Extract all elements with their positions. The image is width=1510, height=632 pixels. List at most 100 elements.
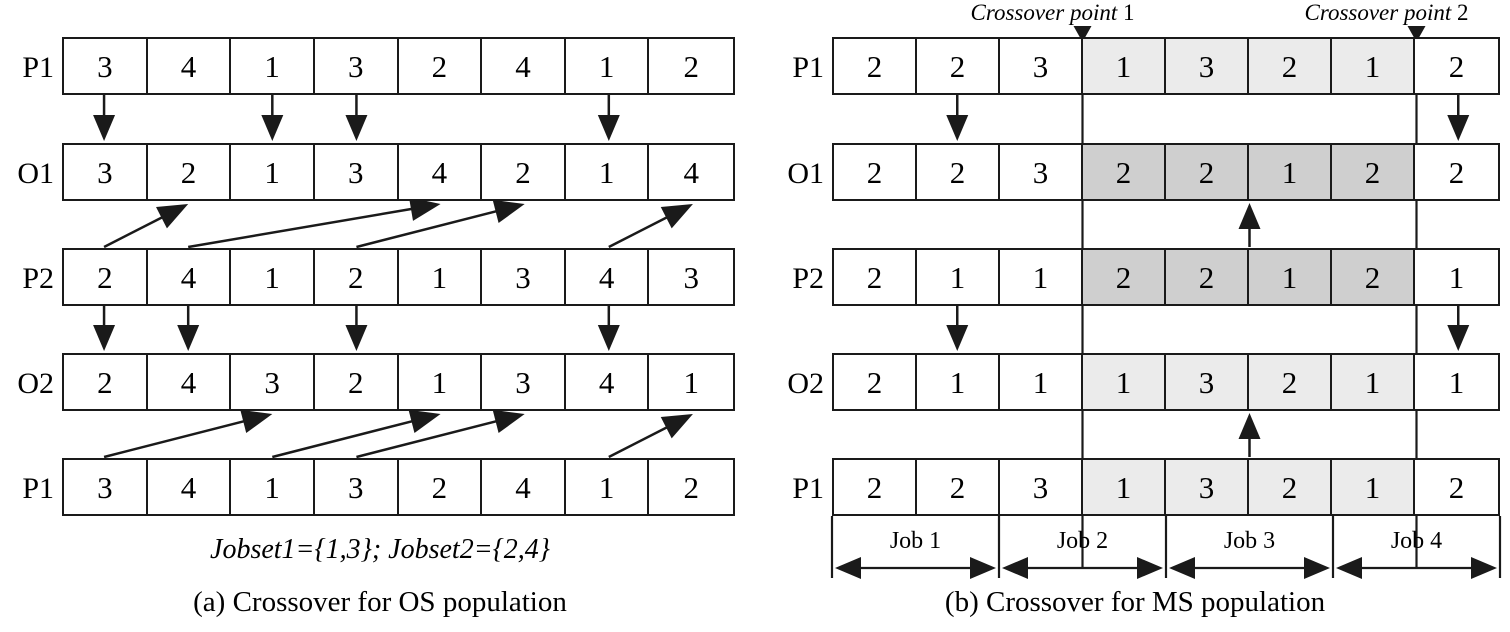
gene-cell: 3 (1166, 460, 1249, 514)
crossover-point-label-1: Crossover point 1 (971, 0, 1135, 26)
gene-cell: 2 (1249, 39, 1332, 93)
gene-cell: 3 (314, 145, 399, 199)
gene-cell: 4 (147, 355, 232, 409)
gene-cell: 2 (649, 39, 733, 93)
row-label-p2-2: P2 (22, 262, 54, 295)
down-arrow-p2-o2-3-head (345, 325, 368, 351)
gene-cell: 2 (1166, 250, 1249, 304)
diag-arrow-p2-o1-0-1-head (156, 204, 189, 229)
diag-arrow-p2-o1-3-5-head (492, 199, 525, 224)
diag-arrow-p2-o1-3-5-shaft (356, 209, 500, 249)
gene-cell: 1 (1083, 355, 1166, 409)
row-label-o1-1: O1 (787, 157, 824, 190)
gene-cell: 4 (147, 250, 232, 304)
gene-cell: 1 (398, 355, 483, 409)
gene-cell: 2 (834, 145, 917, 199)
row-label-p1-0: P1 (792, 51, 824, 84)
gene-cell: 3 (1166, 39, 1249, 93)
row-label-p1-0: P1 (22, 51, 54, 84)
up-arrow-p2-o1-head (1238, 203, 1261, 229)
gene-cell: 2 (1415, 460, 1498, 514)
gene-cell: 3 (1000, 460, 1083, 514)
gene-cell: 3 (231, 355, 315, 409)
gene-cell: 2 (1332, 250, 1415, 304)
crossover-point-text: Crossover point (970, 0, 1118, 25)
gene-cell: 2 (1249, 355, 1332, 409)
job-arrowhead-left-3 (1169, 557, 1195, 579)
gene-cell: 1 (1000, 250, 1083, 304)
gene-cell: 1 (1332, 460, 1415, 514)
gene-cell: 1 (1332, 355, 1415, 409)
gene-cell: 3 (64, 39, 148, 93)
down-arrow-p1-o1-3-head (345, 115, 368, 141)
panel-a-caption: (a) Crossover for OS population (193, 586, 567, 618)
gene-cell: 1 (1000, 355, 1083, 409)
row-label-o2-3: O2 (787, 367, 824, 400)
diag-arrow-p1-o2-6-7-shaft (608, 424, 671, 459)
gene-cell: 2 (1332, 145, 1415, 199)
down-arrow-p2-o2-7-head (1447, 325, 1470, 351)
row-label-p1-4: P1 (22, 472, 54, 505)
gene-cell: 1 (1415, 355, 1498, 409)
gene-cell: 2 (649, 460, 733, 514)
gene-cell: 1 (1415, 250, 1498, 304)
down-arrow-p1-o1-7-head (1447, 115, 1470, 141)
diag-arrow-p1-o2-2-4-head (408, 409, 441, 434)
gene-cell: 2 (834, 355, 917, 409)
diag-arrow-p2-o1-6-7-shaft (608, 214, 671, 249)
gene-cell: 3 (1000, 39, 1083, 93)
down-arrow-p2-o2-6-head (597, 325, 620, 351)
diag-arrow-p2-o1-0-1-shaft (103, 214, 166, 249)
job-label-1: Job 1 (889, 528, 942, 554)
gene-cell: 1 (565, 39, 650, 93)
gene-cell: 4 (482, 460, 566, 514)
gene-cell: 1 (917, 355, 1000, 409)
job-arrowhead-right-3 (1304, 557, 1330, 579)
job-arrowhead-right-2 (1137, 557, 1163, 579)
gene-cell: 3 (482, 355, 566, 409)
gene-cell: 1 (1249, 145, 1332, 199)
row-label-p2-2: P2 (792, 262, 824, 295)
gene-cell: 3 (1000, 145, 1083, 199)
down-arrow-p2-o2-0-head (93, 325, 116, 351)
gene-cell: 1 (565, 145, 650, 199)
gene-cell: 2 (834, 39, 917, 93)
gene-cell: 2 (64, 355, 148, 409)
job-arrowhead-left-2 (1002, 557, 1028, 579)
gene-cell: 2 (398, 460, 483, 514)
gene-cell: 3 (64, 460, 148, 514)
down-arrow-p1-o1-2-head (261, 115, 284, 141)
job-label-2: Job 2 (1056, 528, 1109, 554)
panel-b-caption: (b) Crossover for MS population (944, 586, 1326, 618)
gene-cell: 4 (649, 145, 733, 199)
gene-cell: 1 (231, 460, 315, 514)
gene-cell: 1 (1083, 460, 1166, 514)
gene-cell: 1 (565, 460, 650, 514)
gene-cell: 4 (398, 145, 483, 199)
gene-cell: 1 (1249, 250, 1332, 304)
row-label-o2-3: O2 (17, 367, 54, 400)
gene-cell: 2 (1083, 250, 1166, 304)
job-label-4: Job 4 (1390, 528, 1443, 554)
gene-cell: 1 (231, 39, 315, 93)
gene-cell: 2 (1166, 145, 1249, 199)
job-label-3: Job 3 (1223, 528, 1276, 554)
gene-cell: 2 (64, 250, 148, 304)
gene-cell: 2 (398, 39, 483, 93)
gene-cell: 1 (649, 355, 733, 409)
crossover-point-number: 2 (1457, 0, 1469, 25)
up-arrow-p1-o2-head (1238, 413, 1261, 439)
row-label-p1-4: P1 (792, 472, 824, 505)
gene-cell: 4 (565, 355, 650, 409)
row-label-o1-1: O1 (17, 157, 54, 190)
